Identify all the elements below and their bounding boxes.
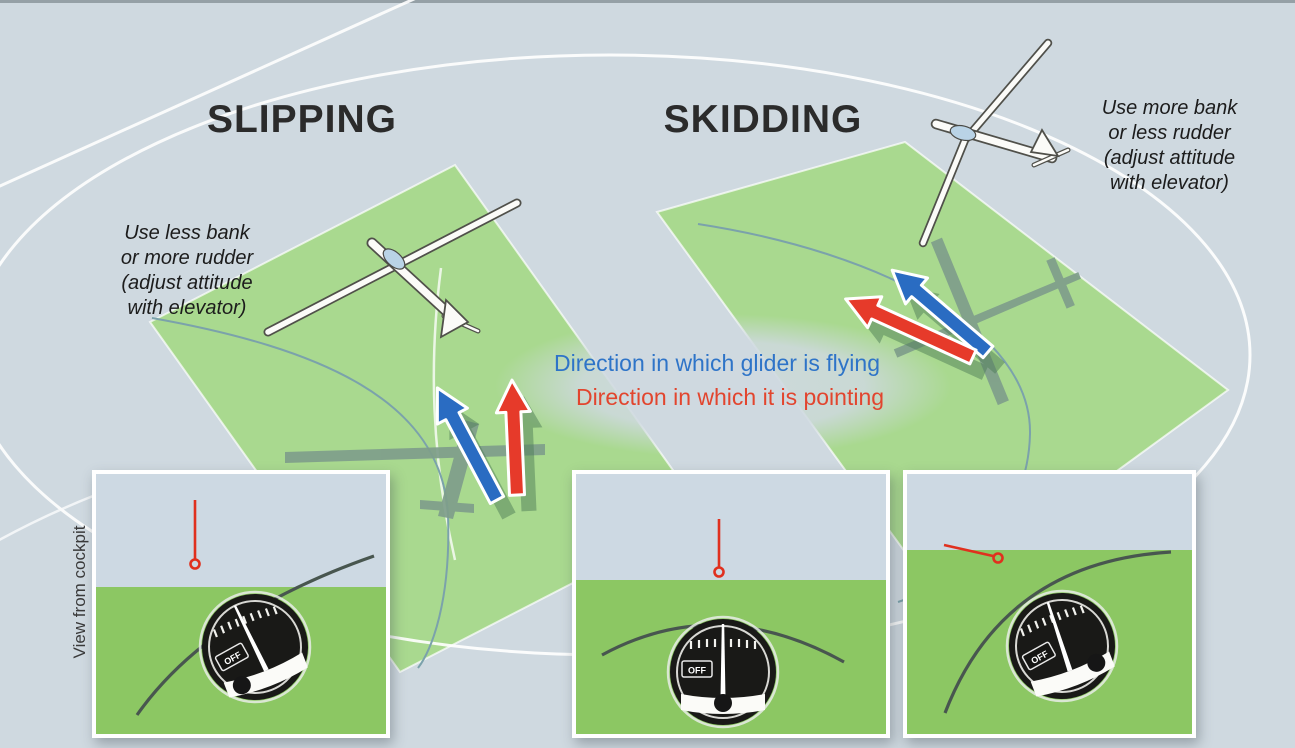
turn-needle bbox=[1046, 601, 1073, 672]
advice-line: (adjust attitude bbox=[1103, 147, 1236, 169]
cockpit-panel-skidding: OFF bbox=[903, 470, 1196, 738]
advice-line: or less rudder bbox=[1108, 122, 1231, 144]
cockpit-panel-slipping: OFF bbox=[92, 470, 390, 738]
off-flag: OFF bbox=[681, 660, 713, 678]
legend-flying-direction: Direction in which glider is flying bbox=[554, 350, 880, 376]
off-flag: OFF bbox=[1021, 641, 1056, 671]
advice-line: Use less bank bbox=[124, 222, 250, 244]
off-flag-label: OFF bbox=[688, 666, 706, 676]
slipping-advice: Use less bank or more rudder (adjust att… bbox=[92, 221, 282, 321]
yaw-string-slipping bbox=[189, 500, 201, 570]
slip-ball bbox=[714, 694, 732, 712]
advice-line: with elevator) bbox=[127, 297, 247, 319]
slip-ball bbox=[232, 676, 251, 695]
canopy bbox=[949, 124, 977, 142]
advice-line: Use more bank bbox=[1101, 97, 1238, 119]
turn-slip-indicator-slipping: OFF bbox=[182, 574, 328, 720]
turn-needle bbox=[233, 605, 269, 672]
tail-fin bbox=[439, 298, 470, 339]
turn-needle bbox=[720, 624, 726, 698]
off-flag: OFF bbox=[214, 642, 249, 672]
canopy bbox=[382, 248, 406, 270]
advice-line: (adjust attitude bbox=[121, 272, 253, 294]
canopy-frame-curve bbox=[943, 550, 1172, 714]
slip-ball bbox=[1087, 653, 1106, 672]
tail-fin bbox=[1029, 128, 1060, 158]
glider-illustration-slipping bbox=[263, 198, 522, 339]
flying-direction-arrow-slipping bbox=[435, 386, 506, 506]
turn-slip-indicator-skidding: OFF bbox=[989, 573, 1135, 719]
slipping-title: SLIPPING bbox=[206, 98, 398, 141]
pointing-direction-arrow-skidding bbox=[844, 295, 978, 366]
flying-direction-arrow-skidding bbox=[890, 268, 995, 360]
advice-line: with elevator) bbox=[1110, 172, 1229, 194]
view-from-cockpit-label: View from cockpit bbox=[70, 525, 89, 659]
yaw-string-skidding bbox=[943, 543, 1004, 564]
turn-slip-indicator-coordinated: OFF bbox=[666, 615, 780, 729]
advice-line: or more rudder bbox=[120, 247, 254, 269]
pointing-direction-arrow-slipping bbox=[494, 378, 532, 497]
glider-illustration-skidding bbox=[918, 38, 1071, 248]
legend-pointing-direction: Direction in which it is pointing bbox=[575, 384, 885, 410]
skidding-title: SKIDDING bbox=[663, 98, 863, 141]
cockpit-panel-coordinated: OFF bbox=[572, 470, 890, 738]
direction-arrows bbox=[435, 268, 995, 506]
top-edge-line bbox=[0, 0, 1295, 3]
skidding-advice: Use more bank or less rudder (adjust att… bbox=[1077, 96, 1262, 196]
legend-halo bbox=[495, 314, 951, 458]
yaw-string-coordinated bbox=[713, 519, 725, 578]
